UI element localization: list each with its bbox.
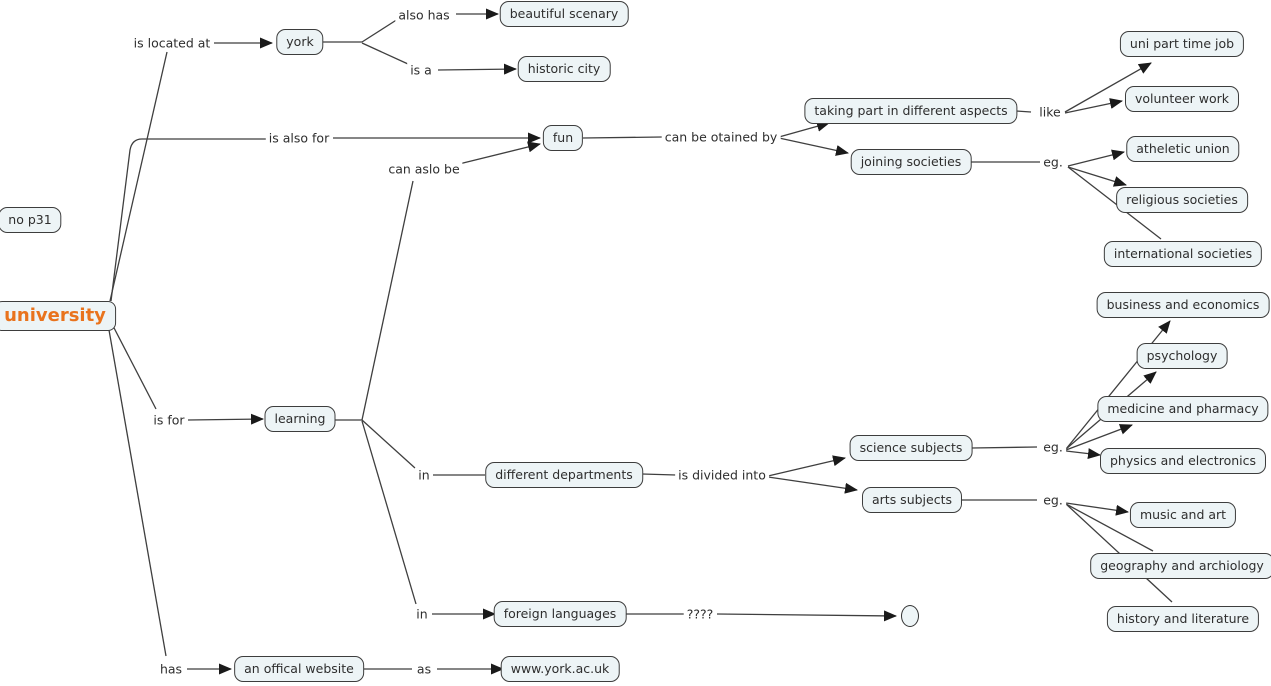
- edge-label-is-for[interactable]: is for: [150, 412, 188, 428]
- edge-label-eg-societies[interactable]: eg.: [1040, 154, 1066, 170]
- node-international-societies[interactable]: international societies: [1103, 241, 1263, 267]
- edge-label-can-aslo-be[interactable]: can aslo be: [385, 161, 463, 177]
- connector-line: [1067, 149, 1125, 167]
- connector-line: [1065, 320, 1171, 450]
- node-taking-part[interactable]: taking part in different aspects: [804, 98, 1018, 124]
- connector-line: [582, 136, 663, 139]
- connector-line: [1065, 448, 1101, 460]
- edge-label-is-a[interactable]: is a: [407, 62, 435, 78]
- node-atheletic-union[interactable]: atheletic union: [1126, 136, 1240, 162]
- node-beautiful-scenary[interactable]: beautiful scenary: [499, 1, 629, 27]
- node-fun[interactable]: fun: [542, 125, 584, 151]
- node-arts-subjects[interactable]: arts subjects: [861, 487, 963, 513]
- edge-label-is-also-for[interactable]: is also for: [265, 130, 333, 146]
- connector-line: [778, 137, 849, 156]
- edge-label-question-marks[interactable]: ????: [683, 606, 717, 622]
- node-music-and-art[interactable]: music and art: [1129, 502, 1237, 528]
- connector-line: [111, 323, 157, 410]
- edge-label-in-languages[interactable]: in: [413, 606, 431, 622]
- connector-line: [109, 51, 168, 302]
- connector-line: [1065, 503, 1154, 552]
- connector-line: [1064, 62, 1152, 113]
- connector-line: [1067, 166, 1127, 187]
- connector-line: [716, 610, 897, 622]
- node-historic-city[interactable]: historic city: [517, 56, 611, 82]
- node-www-york-ac-uk[interactable]: www.york.ac.uk: [500, 656, 620, 682]
- connector-line: [187, 413, 264, 425]
- connector-line: [361, 419, 416, 469]
- node-history-and-literature[interactable]: history and literature: [1106, 606, 1260, 632]
- edge-label-is-located-at[interactable]: is located at: [130, 35, 214, 51]
- node-medicine-and-pharmacy[interactable]: medicine and pharmacy: [1097, 396, 1269, 422]
- node-no-p31[interactable]: no p31: [0, 207, 62, 233]
- node-psychology[interactable]: psychology: [1136, 343, 1228, 369]
- edge-label-can-be-otained-by[interactable]: can be otained by: [661, 129, 781, 145]
- connector-line: [1065, 502, 1129, 516]
- edge-label-eg-arts[interactable]: eg.: [1040, 492, 1066, 508]
- node-an-offical-website[interactable]: an offical website: [234, 656, 364, 682]
- connector-line: [361, 18, 399, 43]
- edge-label-in-departments[interactable]: in: [415, 467, 433, 483]
- connector-line: [110, 138, 266, 302]
- node-physics-and-electronics[interactable]: physics and electronics: [1099, 448, 1267, 474]
- node-geography-and-archiology[interactable]: geography and archiology: [1090, 553, 1271, 579]
- connector-line: [361, 420, 417, 605]
- node-science-subjects[interactable]: science subjects: [849, 435, 973, 461]
- node-university[interactable]: university: [0, 301, 116, 331]
- connector-line: [1064, 98, 1123, 114]
- connector-line: [767, 476, 858, 494]
- connector-line: [641, 473, 677, 476]
- edge-label-like[interactable]: like: [1036, 104, 1064, 120]
- node-joining-societies[interactable]: joining societies: [850, 149, 972, 175]
- node-volunteer-work[interactable]: volunteer work: [1124, 86, 1240, 112]
- node-uni-part-time-job[interactable]: uni part time job: [1119, 31, 1245, 57]
- connector-line: [1067, 166, 1162, 240]
- node-different-departments[interactable]: different departments: [485, 462, 643, 488]
- connector-line: [971, 446, 1038, 449]
- connector-line: [1065, 424, 1133, 451]
- edge-label-is-divided-into[interactable]: is divided into: [675, 467, 769, 483]
- edge-label-also-has[interactable]: also has: [395, 7, 453, 23]
- connector-line: [361, 42, 409, 65]
- connector-line: [437, 63, 517, 75]
- node-foreign-languages[interactable]: foreign languages: [493, 601, 627, 627]
- edge-label-as[interactable]: as: [413, 661, 435, 677]
- node-religious-societies[interactable]: religious societies: [1116, 187, 1248, 213]
- connector-line: [458, 141, 541, 165]
- edge-label-eg-science[interactable]: eg.: [1040, 439, 1066, 455]
- node-business-and-economics[interactable]: business and economics: [1096, 292, 1270, 318]
- connector-line: [778, 120, 830, 138]
- connector-line: [361, 180, 414, 421]
- node-learning[interactable]: learning: [264, 406, 336, 432]
- connector-line: [108, 329, 167, 657]
- connector-line: [1015, 110, 1032, 113]
- node-unnamed-concept[interactable]: [901, 605, 919, 627]
- node-york[interactable]: york: [276, 29, 324, 55]
- connector-line: [767, 455, 846, 477]
- edge-label-has[interactable]: has: [156, 661, 186, 677]
